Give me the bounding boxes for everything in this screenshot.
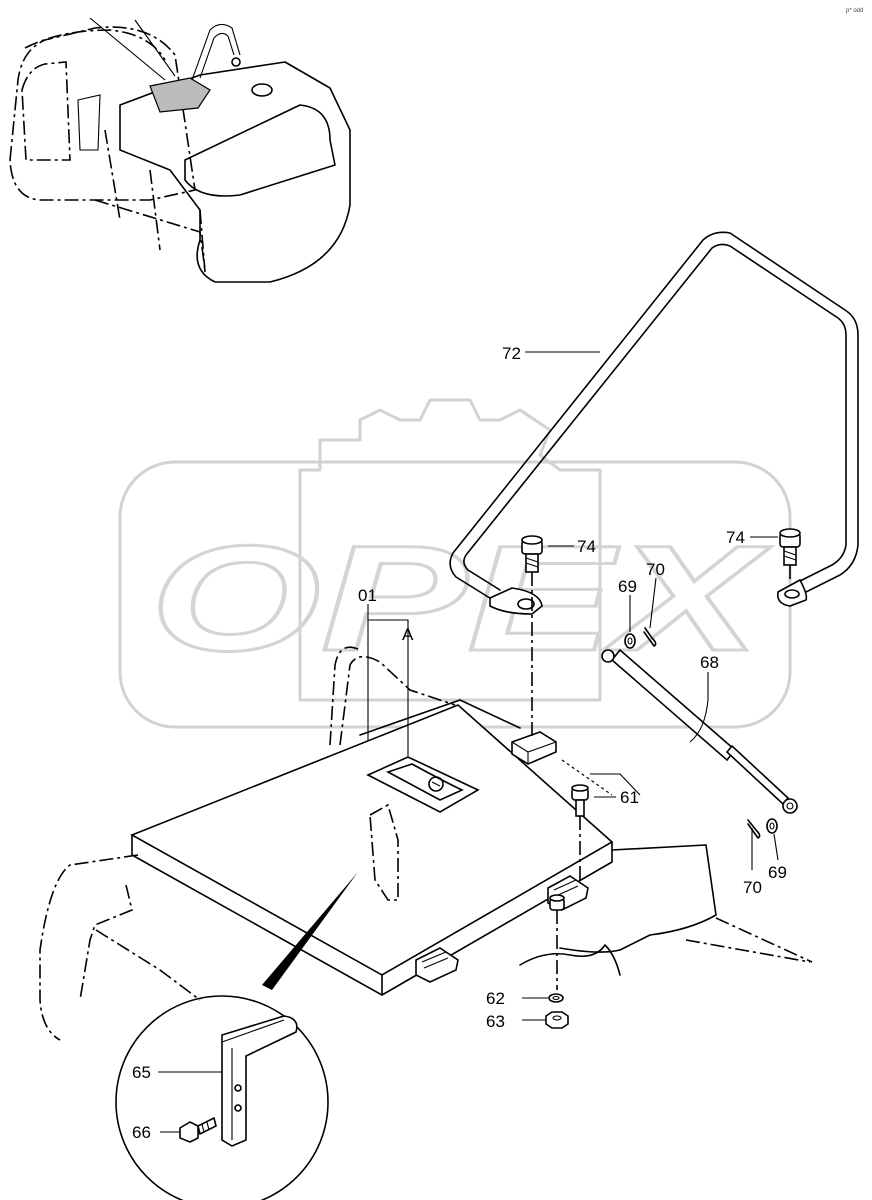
frame-rear-rail [339, 655, 456, 746]
hood-front-face [131, 834, 383, 996]
label-66: 66 [132, 1123, 151, 1142]
gas-spring-68 [601, 648, 798, 814]
handrail-right-foot [776, 578, 808, 607]
gas-spring-eye-bottom [782, 798, 798, 814]
overview-handrail [191, 23, 241, 81]
label-A: A [402, 625, 414, 644]
bolt-74-right [779, 528, 801, 566]
overview-cab-roof [24, 29, 166, 61]
frame-rear-rail-2 [329, 646, 361, 746]
label-01: 01 [358, 586, 377, 605]
watermark-text: OPEX [150, 514, 772, 682]
frame-right-outline [685, 917, 813, 963]
gas-spring-rod [725, 744, 790, 806]
label-69-lower: 69 [768, 863, 787, 882]
overview-leader [89, 17, 176, 81]
bracket-65 [221, 1015, 298, 1147]
engine-hood-panel [130, 704, 614, 996]
handrail-right-foot-hole [784, 589, 800, 599]
overview-filler-cap [251, 83, 273, 97]
machine-frame [39, 646, 813, 1041]
frame-left-outline [39, 854, 139, 1041]
frame-top-edge [359, 699, 521, 736]
handrail-outer-edge [449, 231, 859, 601]
frame-right-cover [559, 844, 717, 953]
opex-watermark: OPEX [118, 398, 792, 729]
frame-step [95, 929, 201, 1001]
detail-view [115, 803, 399, 1200]
pin-70-lower [747, 819, 761, 839]
overview-handrail-inner [199, 32, 235, 79]
label-68: 68 [700, 653, 719, 672]
washer-69-lower [766, 818, 778, 834]
handrail-left-foot [489, 587, 543, 615]
detail-circle [115, 995, 329, 1200]
overview-swing-frame [94, 199, 206, 271]
detail-pointer [262, 872, 358, 990]
label-61: 61 [620, 788, 639, 807]
overview-cab-window [21, 61, 71, 161]
hinge-bolt [549, 894, 565, 911]
overview-highlight-hood [149, 77, 211, 113]
handrail-72 [449, 231, 859, 615]
gas-spring-eye-top [601, 649, 615, 663]
handrail-inner-edge [463, 243, 847, 591]
pin-70-upper [643, 627, 657, 647]
detail-bracket-ghost [369, 803, 399, 901]
overview-small-cap [231, 57, 241, 67]
bolt-74-left [521, 535, 543, 573]
hood-hinge-front [415, 947, 459, 983]
hood-side-face [381, 841, 613, 996]
assembly-center-lines [531, 565, 791, 990]
overview-engine-hood [119, 61, 351, 283]
frame-break-edge [519, 944, 621, 976]
corner-code: p* odd [846, 8, 863, 14]
label-65: 65 [132, 1063, 151, 1082]
washer-62 [548, 993, 564, 1003]
overview-body-lines [104, 129, 206, 273]
hood-latch-key [428, 776, 444, 792]
overview-cab-door [77, 94, 101, 151]
overview-counterweight [184, 104, 336, 197]
hood-latch-slot [431, 781, 441, 787]
label-72: 72 [502, 344, 521, 363]
overview-cab [9, 26, 196, 201]
label-74-left: 74 [577, 537, 596, 556]
watermark-gear [298, 398, 602, 702]
bolt-61 [571, 784, 589, 817]
part-labels: 72 74 74 69 70 68 01 A 61 70 69 62 63 65… [132, 8, 863, 1142]
bolt-66 [179, 1116, 217, 1143]
nut-63 [545, 1011, 569, 1029]
hood-stopper-block [511, 731, 557, 765]
label-69-upper: 69 [618, 577, 637, 596]
excavator-overview [9, 17, 351, 283]
label-62: 62 [486, 989, 505, 1008]
label-74-right: 74 [726, 528, 745, 547]
label-63: 63 [486, 1012, 505, 1031]
hood-latch-handle [385, 763, 464, 801]
leader-lines [158, 351, 779, 1133]
frame-inner-outline [79, 884, 133, 1001]
label-70-upper: 70 [646, 560, 665, 579]
label-70-lower: 70 [743, 878, 762, 897]
handrail-left-foot-hole [517, 598, 535, 610]
washer-69-upper [624, 633, 636, 649]
